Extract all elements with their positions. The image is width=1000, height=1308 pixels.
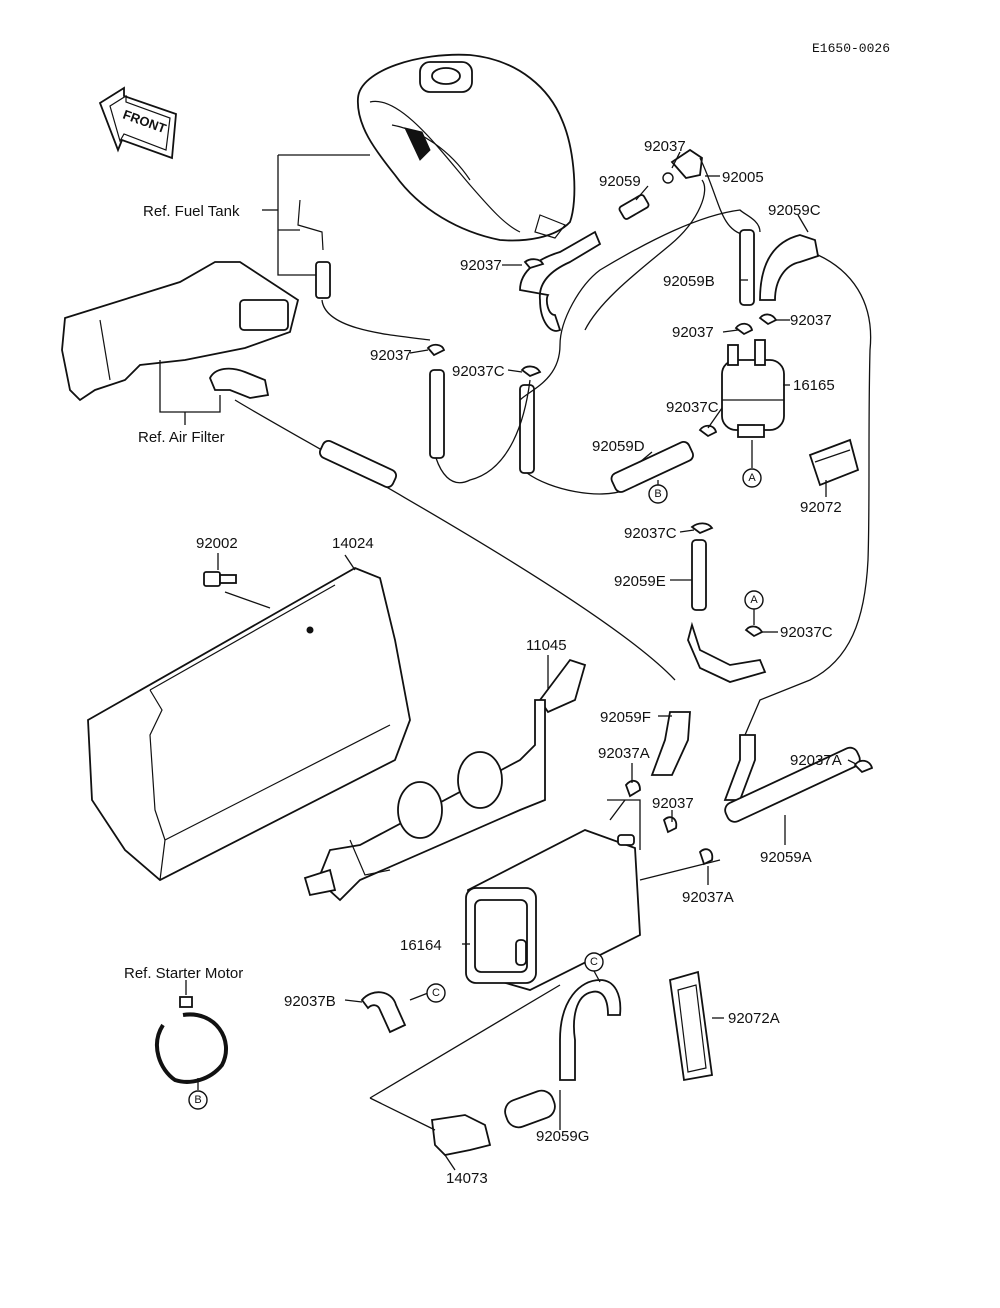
leader-lines	[409, 151, 857, 885]
part-label: 16165	[793, 377, 835, 394]
svg-text:B: B	[654, 488, 661, 500]
ref-fuel-tank: Ref. Fuel Tank	[143, 203, 240, 220]
svg-text:A: A	[750, 594, 758, 606]
bracket-92072	[808, 438, 860, 487]
svg-text:A: A	[748, 472, 756, 484]
part-label: 92059C	[768, 202, 821, 219]
part-label: 11045	[526, 637, 567, 654]
bolt-92002	[203, 571, 237, 587]
svg-text:C: C	[432, 987, 440, 999]
fuel-tank-drawing	[357, 53, 576, 242]
canister-16164	[465, 829, 641, 991]
svg-text:B: B	[194, 1094, 201, 1106]
part-labels: 92037 92005 92059 92059C 92037 92059B 92…	[196, 138, 842, 1187]
hose-92059g	[431, 979, 622, 1156]
connection-marker-a: A	[744, 590, 764, 625]
part-label: 14073	[446, 1170, 488, 1187]
connection-marker-b: B	[648, 480, 668, 504]
part-label: 92072	[800, 499, 842, 516]
part-label: 92002	[196, 535, 238, 552]
diagram-code: E1650-0026	[812, 41, 890, 56]
connection-marker-c: C	[426, 983, 446, 1003]
air-filter-drawing	[61, 261, 300, 402]
part-label: 92037	[790, 312, 832, 329]
clamp-92037b	[360, 991, 407, 1034]
strap-92072a	[669, 970, 714, 1082]
connection-markers: A A B B C C	[188, 440, 764, 1110]
part-label: 92037C	[624, 525, 677, 542]
part-label: 92059E	[614, 573, 666, 590]
part-label: 92037A	[790, 752, 842, 769]
front-arrow-icon: FRONT	[98, 86, 177, 160]
part-label: 92037A	[598, 745, 650, 762]
part-label: 92005	[722, 169, 764, 186]
part-label: 92072A	[728, 1010, 780, 1027]
svg-text:C: C	[590, 956, 598, 968]
connection-marker-c: C	[584, 952, 604, 983]
part-label: 92059D	[592, 438, 645, 455]
part-label: 92037C	[780, 624, 833, 641]
part-label: 92059F	[600, 709, 651, 726]
part-label: 92059A	[760, 849, 812, 866]
part-label: 92037A	[682, 889, 734, 906]
part-label: 92037	[672, 324, 714, 341]
fuel-filter-16165	[721, 339, 785, 438]
part-label: 92059B	[663, 273, 715, 290]
part-label: 14024	[332, 535, 374, 552]
connection-marker-a: A	[742, 440, 762, 488]
part-label: 92059	[599, 173, 641, 190]
part-label: 16164	[400, 937, 442, 954]
starter-motor-band	[155, 996, 229, 1084]
ref-air-filter: Ref. Air Filter	[138, 429, 225, 446]
canister-bracket-11045	[303, 658, 587, 902]
part-label: 92037B	[284, 993, 336, 1010]
part-label: 92037	[460, 257, 502, 274]
part-label: 92037C	[666, 399, 719, 416]
part-label: 92037	[644, 138, 686, 155]
part-label: 92037	[370, 347, 412, 364]
part-label: 92037	[652, 795, 694, 812]
connection-marker-b: B	[188, 1090, 208, 1110]
clamp-icons	[426, 258, 874, 866]
part-label: 92059G	[536, 1128, 589, 1145]
cover-14024	[87, 567, 411, 882]
ref-starter-motor: Ref. Starter Motor	[124, 965, 243, 982]
part-label: 92037C	[452, 363, 505, 380]
